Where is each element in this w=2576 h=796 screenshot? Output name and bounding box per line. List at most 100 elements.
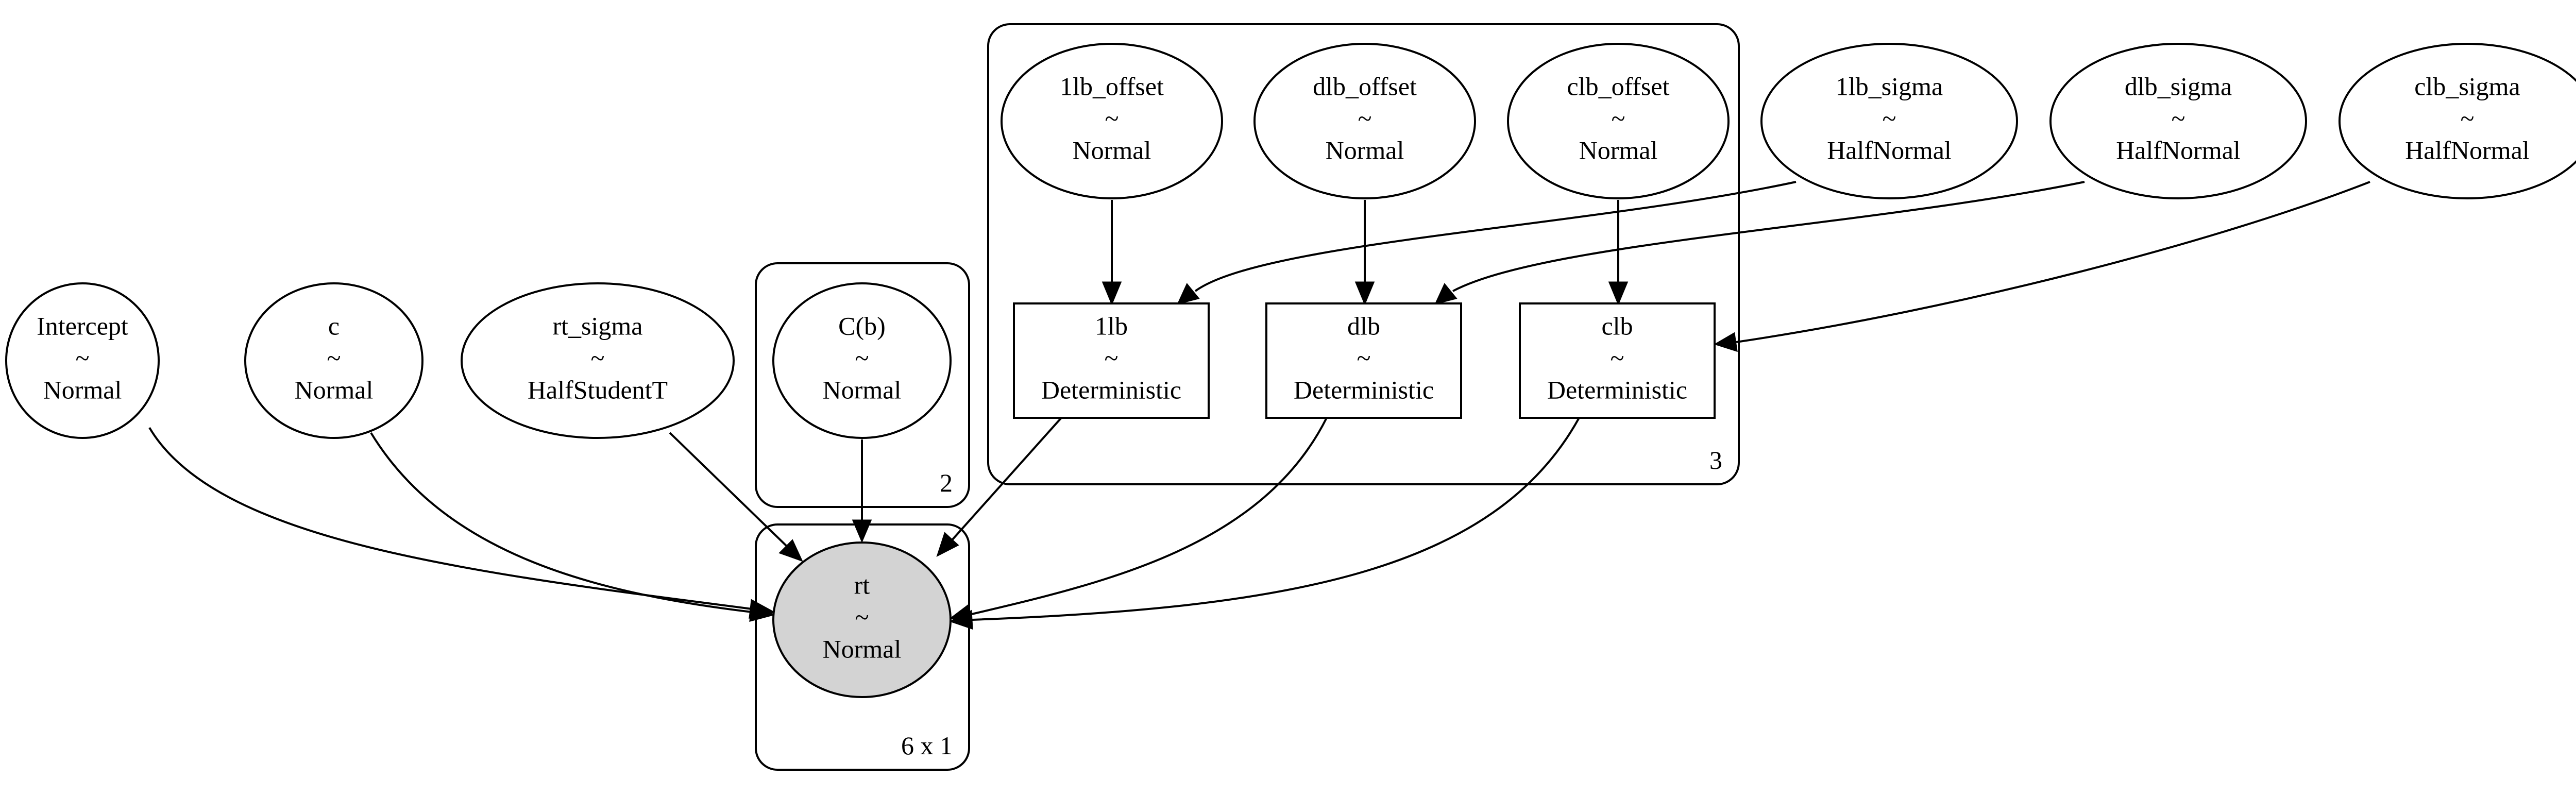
deterministic-box <box>1013 302 1210 419</box>
edge-dlb_offset-to-dlb <box>1354 200 1375 306</box>
node-1lb: 1lb ~ Deterministic <box>1013 302 1210 419</box>
node-cb: C(b) ~ Normal <box>772 282 952 439</box>
node-name: 1lb_offset <box>1060 72 1164 100</box>
random-variable-ellipse <box>1507 43 1730 199</box>
edge-line <box>370 432 753 613</box>
tilde: ~ <box>590 343 604 372</box>
random-variable-ellipse <box>2049 43 2307 199</box>
arrowhead <box>1714 332 1738 352</box>
tilde: ~ <box>1882 104 1896 132</box>
edges-layer <box>148 181 2370 630</box>
node-name: rt <box>854 570 870 599</box>
node-distribution: HalfNormal <box>2116 136 2241 164</box>
random-variable-ellipse <box>772 282 952 439</box>
node-name: dlb_sigma <box>2125 72 2232 100</box>
node-c: c ~ Normal <box>244 282 423 439</box>
plate-3: 3 <box>987 23 1740 485</box>
node-distribution: Normal <box>1579 136 1658 164</box>
plate-label: 2 <box>940 468 953 497</box>
node-clb_sigma: clb_sigma ~ HalfNormal <box>2338 43 2576 199</box>
node-distribution: Normal <box>1073 136 1151 164</box>
edge-line <box>1452 181 2085 292</box>
node-1lb_sigma: 1lb_sigma~HalfNormal <box>1760 43 2018 199</box>
tilde: ~ <box>1357 343 1370 372</box>
tilde: ~ <box>75 343 89 372</box>
random-variable-ellipse <box>244 282 423 439</box>
node-name: C(b) <box>838 311 886 340</box>
edge-line <box>971 417 1328 615</box>
tilde: ~ <box>855 343 869 372</box>
edge-line <box>972 417 1580 621</box>
random-variable-ellipse <box>1001 43 1223 199</box>
edge-dlb_sigma-to-dlb <box>1434 181 2085 305</box>
edge-1lb_sigma-to-1lb <box>1177 181 1797 305</box>
node-distribution: HalfStudentT <box>528 375 668 404</box>
arrowhead <box>1101 281 1122 306</box>
node-distribution: Normal <box>823 375 902 404</box>
random-variable-ellipse <box>461 282 735 439</box>
edge-rt_sigma-to-rt <box>669 432 803 562</box>
edge-dlb-to-rt <box>949 417 1328 623</box>
edge-1lb_offset-to-1lb <box>1101 200 1122 306</box>
plate-obs: 6 x 1 <box>755 523 970 771</box>
tilde: ~ <box>1104 343 1118 372</box>
node-intercept: Intercept ~ Normal <box>5 282 160 439</box>
node-name: rt_sigma <box>553 311 643 340</box>
node-name: dlb <box>1347 311 1380 340</box>
node-1lb_offset: 1lb_offset ~ Normal <box>1001 43 1223 199</box>
arrowhead <box>1434 283 1458 305</box>
node-distribution: Normal <box>295 375 374 404</box>
edge-1lb-to-rt <box>936 417 1062 557</box>
node-name: 1lb <box>1095 311 1128 340</box>
edge-line <box>1736 181 2370 343</box>
node-dlb: dlb ~ Deterministic <box>1265 302 1462 419</box>
node-rt_sigma: rt_sigma ~ HalfStudentT <box>461 282 735 439</box>
edge-clb_offset-to-clb <box>1608 200 1629 306</box>
arrowhead <box>1177 283 1200 305</box>
tilde: ~ <box>1105 104 1118 132</box>
node-clb_offset: clb_offset~Normal <box>1507 43 1730 199</box>
tilde: ~ <box>327 343 341 372</box>
node-distribution: Deterministic <box>1041 375 1181 404</box>
node-distribution: Normal <box>43 375 122 404</box>
edge-c-to-rt <box>370 432 776 622</box>
arrowhead <box>1608 281 1629 306</box>
node-name: clb_offset <box>1567 72 1669 100</box>
tilde: ~ <box>855 602 869 631</box>
arrowhead <box>949 609 973 630</box>
node-name: Intercept <box>37 311 128 340</box>
node-rt: rt ~ Normal <box>772 541 952 698</box>
edge-line <box>669 432 788 547</box>
tilde: ~ <box>1358 104 1371 132</box>
node-name: clb <box>1601 311 1633 340</box>
random-variable-ellipse <box>1760 43 2018 199</box>
node-distribution: Normal <box>823 634 902 663</box>
random-variable-ellipse <box>5 282 160 439</box>
node-dlb_sigma: dlb_sigma~HalfNormal <box>2049 43 2307 199</box>
tilde: ~ <box>2460 104 2474 132</box>
node-dlb_offset: dlb_offset ~ Normal <box>1253 43 1476 199</box>
edge-intercept-to-rt <box>148 427 776 619</box>
node-distribution: Deterministic <box>1294 375 1434 404</box>
edge-line <box>1194 181 1797 292</box>
plate-label: 6 x 1 <box>901 731 953 760</box>
edge-cb-to-rt <box>852 439 872 543</box>
node-name: clb_sigma <box>2414 72 2520 100</box>
arrowhead <box>749 602 776 622</box>
node-distribution: HalfNormal <box>2405 136 2530 164</box>
arrowhead <box>778 539 803 562</box>
node-clb: clb ~ Deterministic <box>1519 302 1716 419</box>
edge-line <box>148 427 753 610</box>
arrowhead <box>1354 281 1375 306</box>
arrowhead <box>936 532 959 557</box>
node-name: 1lb_sigma <box>1836 72 1943 100</box>
plate-label: 3 <box>1709 446 1722 475</box>
tilde: ~ <box>1610 343 1624 372</box>
node-distribution: Normal <box>1326 136 1404 164</box>
node-distribution: Deterministic <box>1547 375 1687 404</box>
node-name: c <box>328 311 340 340</box>
node-name: dlb_offset <box>1313 72 1417 100</box>
random-variable-ellipse <box>1253 43 1476 199</box>
nodes-layer: Intercept ~ Normal c ~ Normal rt_sigma ~ HalfStu… <box>5 43 2576 698</box>
